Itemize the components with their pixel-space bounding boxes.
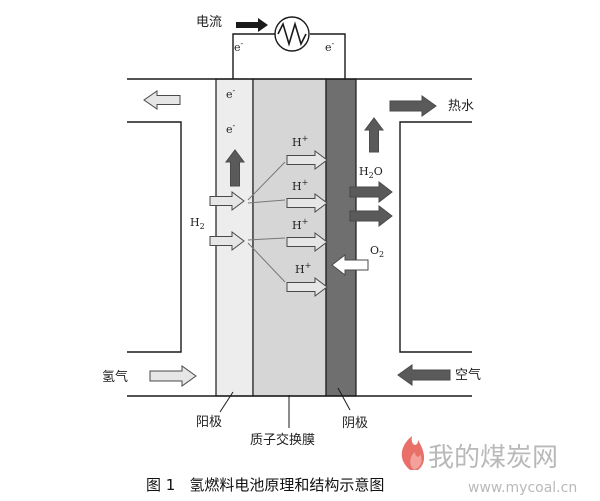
flow-arrows (143, 90, 451, 387)
proton-labels: H+ H+ H+ H+ (292, 134, 311, 276)
load-icon (274, 16, 310, 52)
oxygen-in-arrow (331, 253, 369, 277)
leader-lines (219, 387, 351, 428)
hot-water-label: 热水 (448, 99, 474, 114)
proton-arrow-3 (286, 232, 328, 252)
h2-in-arrow-1 (209, 191, 245, 211)
air-inlet-arrow (397, 364, 451, 386)
svg-text:我的煤炭网: 我的煤炭网 (428, 443, 558, 473)
hydrogen-in-label: 氢气 (102, 369, 128, 385)
proton-label-1: H+ (292, 134, 308, 149)
proton-arrow-1 (286, 150, 328, 170)
hydrogen-inlet-arrow (149, 365, 197, 387)
proton-label-3: H+ (292, 217, 308, 232)
proton-arrow-4 (286, 277, 328, 297)
cathode-layer (325, 78, 357, 397)
electron-label-2: e- (325, 39, 335, 54)
hot-water-arrow (389, 95, 437, 117)
h2-in-arrow-2 (209, 231, 245, 251)
hydrogen-outlet-arrow (143, 90, 181, 110)
water-rise-arrow (364, 117, 384, 153)
proton-label-2: H+ (292, 178, 308, 193)
figure-caption: 图 1 氢燃料电池原理和结构示意图 (146, 476, 384, 494)
cathode-label: 阴极 (342, 416, 368, 431)
dissociation-lines (247, 161, 286, 283)
water-out-arrow-1 (349, 180, 393, 204)
water-out-arrow-2 (349, 204, 393, 228)
h2-label: H2 (190, 216, 205, 231)
electron-label-1: e- (234, 39, 244, 54)
electron-label-3: e- (226, 86, 236, 101)
svg-text:www.mycoal.cn: www.mycoal.cn (468, 480, 577, 496)
electron-rise-arrow (225, 149, 245, 187)
current-arrow (236, 18, 268, 32)
pem-label: 质子交换膜 (250, 432, 315, 448)
proton-label-4: H+ (295, 261, 311, 276)
proton-arrow-2 (286, 193, 328, 213)
current-label: 电流 (196, 15, 222, 30)
electron-labels: e-e-e-e- (226, 39, 335, 136)
h2o-label: H2O (359, 165, 383, 180)
figure-number: 图 1 (146, 476, 175, 494)
air-in-label: 空气 (455, 367, 481, 383)
watermark: 我的煤炭网 www.mycoal.cn (401, 436, 577, 496)
external-circuit (232, 16, 346, 79)
o2-label: O2 (370, 244, 384, 259)
electron-label-4: e- (226, 121, 236, 136)
anode-label: 阳极 (196, 415, 222, 430)
figure-title: 氢燃料电池原理和结构示意图 (189, 476, 384, 494)
housing-outline (127, 78, 472, 397)
